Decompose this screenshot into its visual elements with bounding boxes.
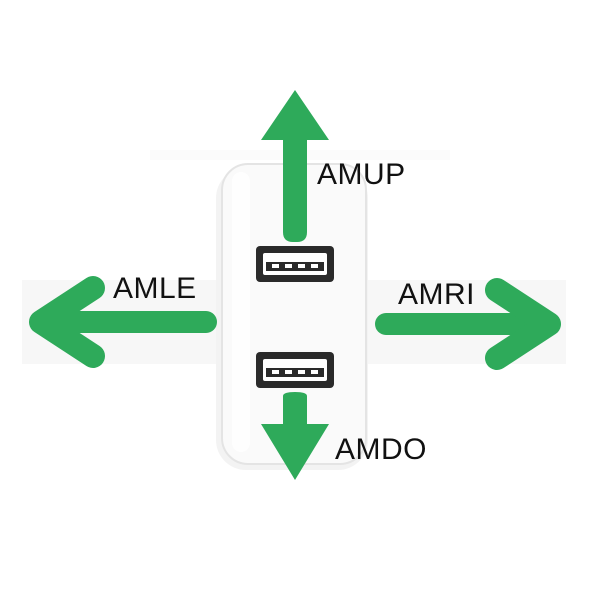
usb-port-top-icon [256, 246, 334, 282]
usb-port-top-pin [285, 264, 292, 268]
usb-wall-charger-icon [216, 163, 368, 470]
label-up: AMUP [317, 158, 406, 191]
label-down: AMDO [335, 433, 427, 466]
usb-port-bottom-pin [311, 370, 318, 374]
label-right: AMRI [398, 278, 475, 311]
usb-port-top-pin [298, 264, 305, 268]
usb-port-top-pin [272, 264, 279, 268]
label-left: AMLE [113, 272, 197, 305]
usb-port-bottom-pin [285, 370, 292, 374]
usb-port-bottom-icon [256, 352, 334, 388]
arrows [261, 90, 329, 480]
arrow-right-icon [375, 278, 561, 370]
charger-highlight [232, 172, 250, 452]
arrow-down-icon [261, 392, 329, 480]
arrow-left-icon [29, 276, 217, 368]
usb-port-bottom-pin [298, 370, 305, 374]
usb-port-bottom-pin [272, 370, 279, 374]
usb-port-bottom-tongue [266, 368, 324, 377]
usb-port-top-tongue [266, 262, 324, 271]
usb-port-top-pin [311, 264, 318, 268]
arrow-up-icon [261, 90, 329, 242]
